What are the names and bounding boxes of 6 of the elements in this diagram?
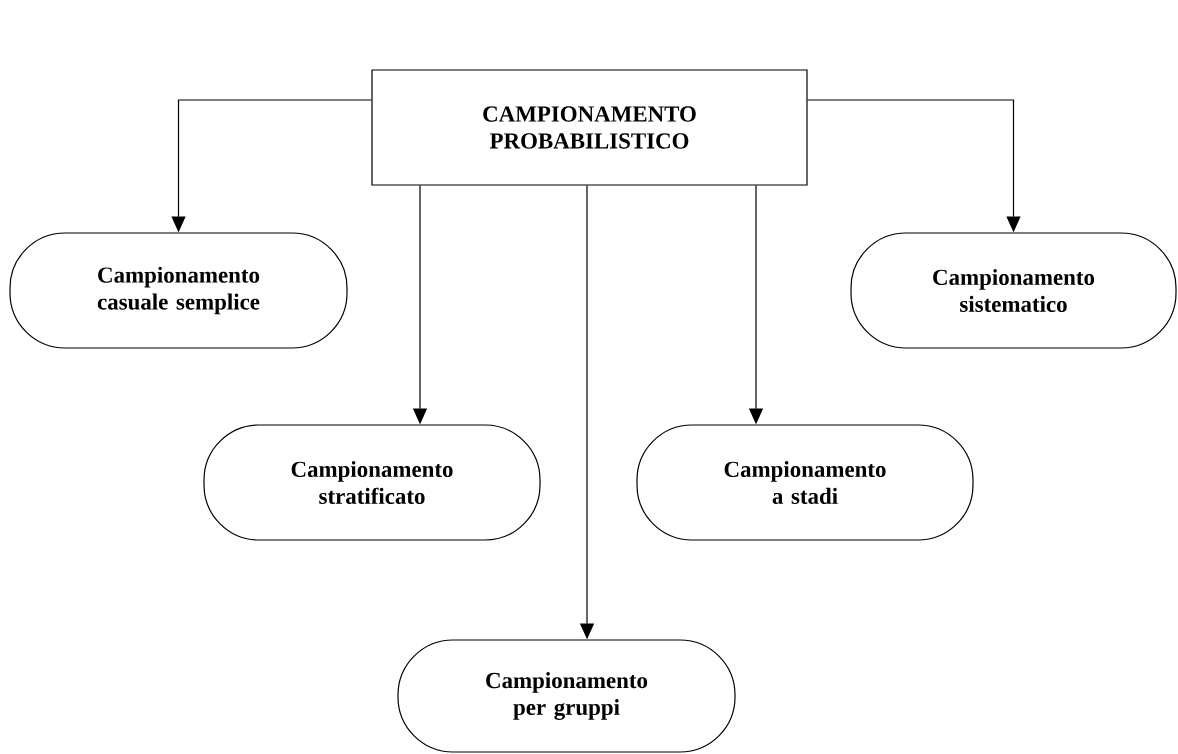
title-box: CAMPIONAMENTO PROBABILISTICO: [371, 69, 808, 186]
method-box: Campionamento a stadi: [636, 424, 974, 541]
method-box: Campionamento casuale semplice: [9, 232, 348, 349]
method-box: Campionamento stratificato: [203, 424, 541, 541]
method-box: Campionamento sistematico: [850, 232, 1177, 349]
method-box: Campionamento per gruppi: [397, 639, 736, 753]
